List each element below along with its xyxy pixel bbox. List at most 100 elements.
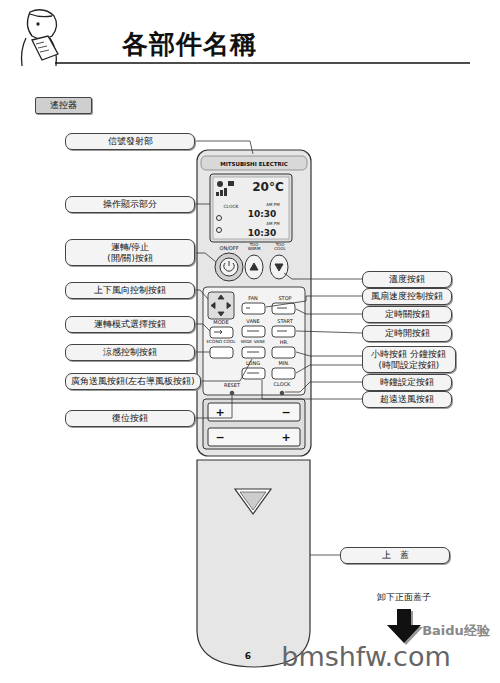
page-number: 6 bbox=[245, 652, 251, 661]
lcd-icons bbox=[217, 181, 223, 187]
callout-box: 時鐘設定按鈕 bbox=[362, 374, 452, 391]
callout-text: 遙控器 bbox=[50, 100, 77, 111]
leader-line bbox=[195, 204, 210, 205]
header-icon bbox=[27, 10, 56, 39]
callout-box: 小時按鈕 分鐘按鈕 (時間設定按鈕) bbox=[362, 346, 456, 373]
remote-body bbox=[210, 174, 292, 242]
instruction-note: 卸下正面蓋子 bbox=[377, 593, 431, 602]
leader-line bbox=[195, 396, 232, 418]
button-panel bbox=[272, 368, 295, 379]
top-buttons bbox=[215, 253, 243, 281]
button-label: LONG bbox=[246, 361, 260, 366]
button-label: RESET bbox=[224, 383, 240, 388]
leader-line bbox=[310, 555, 340, 556]
leader-line bbox=[296, 352, 362, 356]
button-label: CLOCK bbox=[274, 382, 291, 387]
button-panel bbox=[272, 326, 295, 337]
button-panel bbox=[242, 347, 265, 358]
header-icon bbox=[30, 14, 52, 17]
lcd-temperature: 20°C bbox=[252, 181, 284, 193]
callout-text: 信號發射部 bbox=[108, 136, 153, 147]
callout-text: 小時按鈕 分鐘按鈕 (時間設定按鈕) bbox=[368, 349, 450, 370]
callout-box: 信號發射部 bbox=[65, 133, 195, 150]
battery-polarity: − bbox=[281, 407, 290, 418]
down-arrow bbox=[387, 625, 421, 643]
leader-line bbox=[195, 253, 216, 262]
button-panel bbox=[242, 368, 265, 379]
remote-body bbox=[213, 177, 289, 239]
callout-box: 定時開按鈕 bbox=[362, 325, 452, 342]
button-panel bbox=[211, 295, 231, 316]
battery-polarity: + bbox=[215, 407, 224, 418]
leader-line bbox=[195, 141, 362, 555]
callout-box: 復位按鈕 bbox=[65, 410, 195, 427]
button-panel bbox=[230, 391, 234, 395]
rear-cover bbox=[197, 460, 310, 667]
top-buttons bbox=[215, 253, 288, 281]
lcd-text: AM PM bbox=[266, 203, 279, 207]
battery-compartment bbox=[203, 399, 305, 449]
lcd-icons bbox=[217, 216, 222, 221]
lcd-time: 10:30 bbox=[248, 229, 277, 238]
callout-text: 風扇速度控制按鈕 bbox=[371, 291, 443, 302]
button-label: WIDE VANE bbox=[241, 340, 265, 344]
brand-name: MITSUBISHI ELECTRIC bbox=[220, 162, 288, 168]
down-arrow bbox=[397, 609, 411, 625]
callout-box: 定時關按鈕 bbox=[362, 306, 452, 323]
callout-box: 操作顯示部分 bbox=[65, 196, 195, 213]
leader-line bbox=[262, 380, 362, 399]
callout-text: 時鐘設定按鈕 bbox=[380, 377, 434, 388]
lcd-text: CLOCK bbox=[223, 205, 238, 210]
callout-box: 超遠送風按鈕 bbox=[362, 391, 452, 408]
leader-line bbox=[195, 359, 252, 381]
rear-cover bbox=[235, 489, 271, 514]
leader-line bbox=[195, 324, 210, 331]
callout-box: 廣角送風按鈕(左右導風板按鈕) bbox=[65, 373, 201, 390]
leader-line bbox=[296, 309, 362, 314]
lcd-icons bbox=[228, 181, 234, 186]
callout-text: 廣角送風按鈕(左右導風板按鈕) bbox=[71, 376, 195, 387]
callout-text: 運轉模式選擇按鈕 bbox=[94, 319, 166, 330]
watermark: Baidu经验 bbox=[422, 624, 490, 637]
section-label: 遙控器 bbox=[35, 97, 92, 114]
battery-compartment bbox=[203, 399, 305, 449]
down-arrow bbox=[387, 609, 423, 645]
remote-body bbox=[201, 156, 307, 170]
leader-line bbox=[284, 273, 362, 279]
lcd-text: AM PM bbox=[266, 222, 279, 226]
button-label: FAN bbox=[248, 296, 258, 301]
callout-box: 風扇速度控制按鈕 bbox=[362, 288, 452, 305]
button-label: MODE bbox=[213, 320, 228, 325]
leader-line bbox=[266, 296, 362, 307]
leader-line bbox=[195, 352, 210, 353]
lcd-time: 10:30 bbox=[248, 210, 277, 219]
header-rule bbox=[55, 62, 470, 64]
lcd-icons bbox=[224, 188, 227, 196]
top-buttons bbox=[245, 255, 263, 279]
callout-box: 涼感控制按鈕 bbox=[65, 344, 195, 361]
button-label: MIN. bbox=[278, 361, 289, 366]
battery-polarity: + bbox=[281, 432, 290, 443]
callout-text: 操作顯示部分 bbox=[103, 199, 157, 210]
leader-line bbox=[285, 382, 362, 392]
button-panel bbox=[272, 347, 295, 358]
button-panel bbox=[242, 303, 265, 314]
leader-line bbox=[195, 290, 208, 299]
leader-line bbox=[296, 365, 362, 373]
button-label: START bbox=[277, 319, 292, 324]
button-panel bbox=[210, 347, 233, 358]
button-panel bbox=[242, 326, 265, 337]
header-icon bbox=[36, 42, 49, 52]
button-label: TOO COOL bbox=[272, 243, 288, 251]
header-icon bbox=[32, 36, 58, 60]
page-title: 各部件名稱 bbox=[122, 27, 257, 62]
header-icon bbox=[22, 10, 59, 66]
callout-text: 運轉/停止 (開/關)按鈕 bbox=[105, 242, 154, 263]
rear-cover bbox=[240, 492, 266, 510]
header-icon bbox=[37, 23, 39, 25]
callout-text: 上下風向控制按鈕 bbox=[94, 285, 166, 296]
button-label: TOO WARM bbox=[246, 243, 262, 251]
button-panel bbox=[208, 292, 234, 319]
button-label: VANE bbox=[246, 319, 259, 324]
callout-box: 上 蓋 bbox=[340, 547, 450, 564]
